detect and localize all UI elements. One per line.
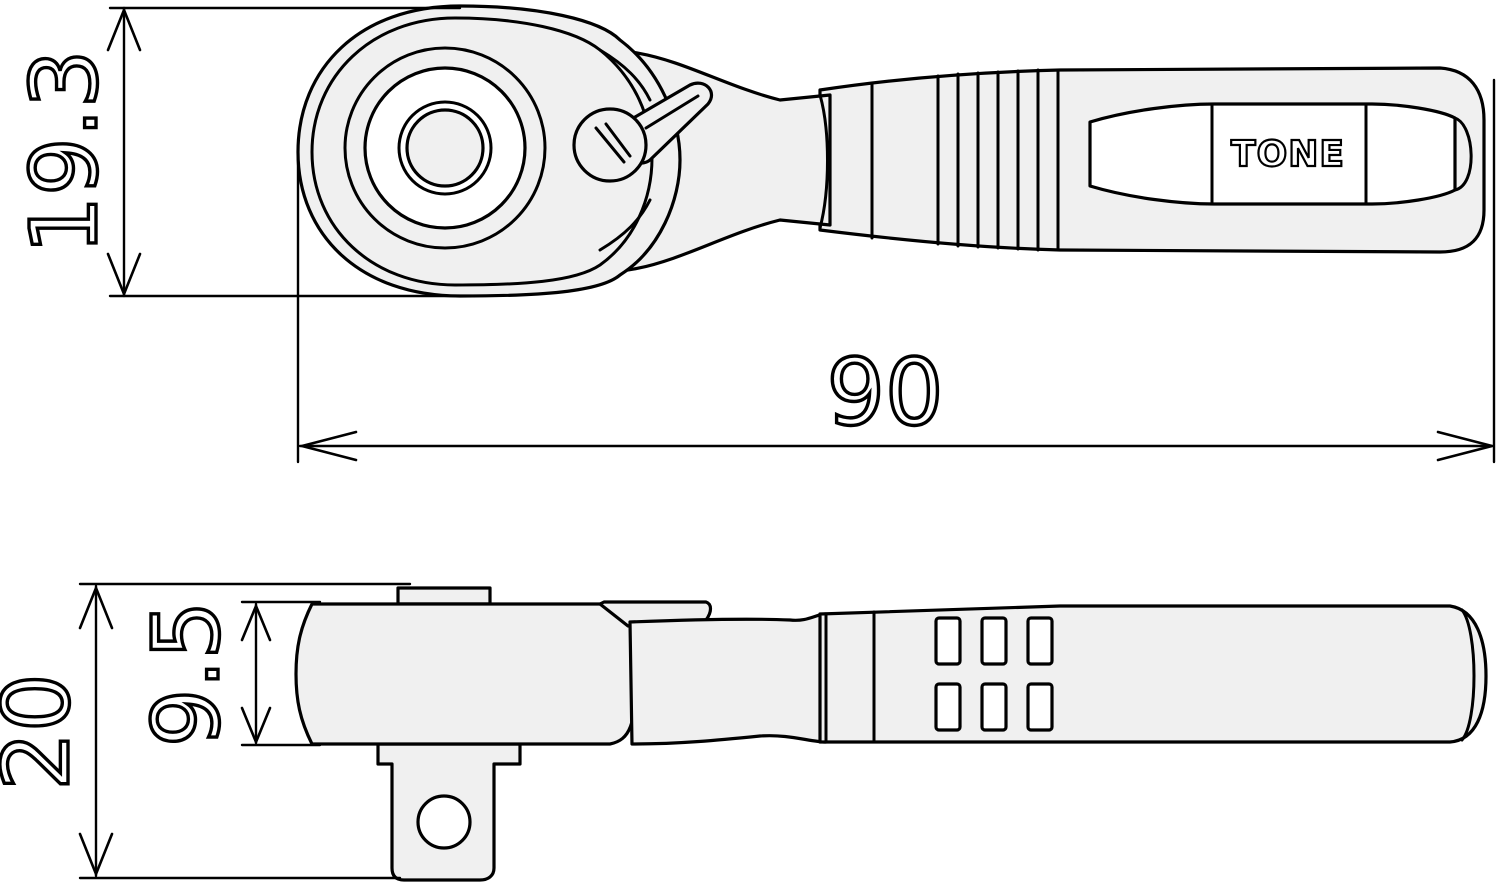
side-view	[294, 586, 1488, 882]
top-view-ring-inner	[397, 100, 493, 196]
dimension-head-thickness-label: 9.5	[133, 601, 240, 747]
side-view-head	[294, 602, 638, 746]
side-view-handle	[818, 604, 1488, 744]
dimension-overall-length-label: 90	[826, 339, 943, 446]
top-view-lever-housing	[598, 48, 652, 252]
dimension-head-width-label: 19.3	[11, 50, 118, 255]
side-view-detent-ball	[416, 794, 472, 850]
top-view-knob-marking	[594, 122, 632, 164]
dimension-overall-height-label: 20	[0, 673, 90, 790]
top-view: TONE	[296, 4, 1486, 298]
dimension-overall-length: 90	[296, 78, 1496, 464]
side-view-neck	[628, 612, 828, 746]
dimension-overall-height: 20	[0, 582, 412, 880]
dimension-head-width: 19.3	[9, 6, 462, 298]
top-view-grip-ribs	[936, 68, 1060, 252]
top-view-center-boss	[405, 108, 485, 188]
top-view-lever-groove	[644, 94, 700, 130]
side-view-handle-cap	[1460, 608, 1476, 742]
top-view-ring-outer	[343, 46, 547, 250]
top-view-handle-cap	[1453, 116, 1473, 192]
side-view-cover-plate	[396, 586, 492, 606]
brand-label: TONE	[1231, 134, 1345, 175]
side-view-grip-slots	[934, 616, 1054, 732]
dimension-head-thickness: 9.5	[131, 599, 322, 749]
top-view-collar	[818, 93, 829, 230]
